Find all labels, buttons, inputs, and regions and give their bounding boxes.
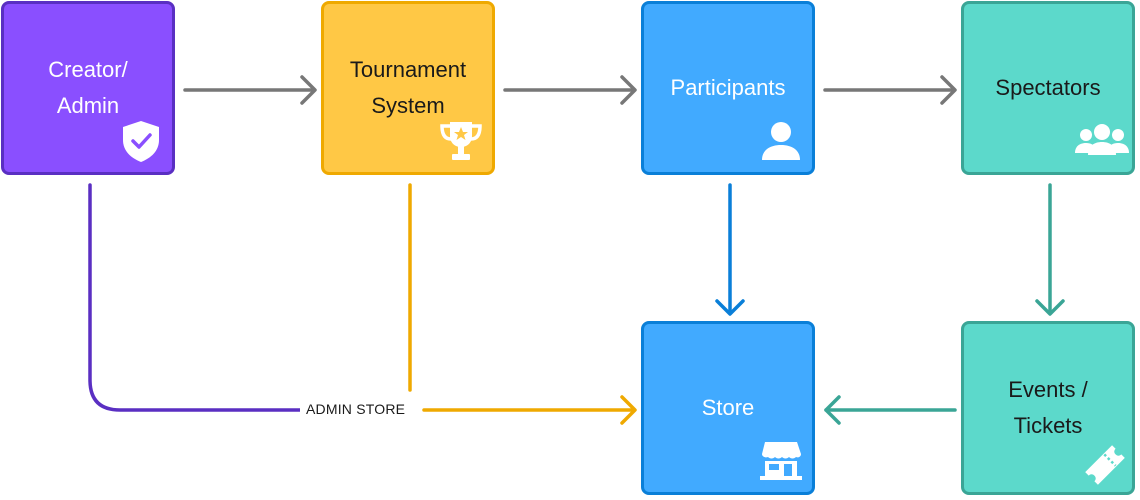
node-store[interactable]: Store [641,321,815,495]
node-label: Spectators [995,75,1101,100]
edge-tournament-to-store [408,183,637,425]
node-label: Participants [670,75,786,100]
ticket-icon [1082,442,1128,488]
node-label: Tournament System [349,57,467,118]
edge-participants-to-spectators [823,75,957,105]
edge-participants-to-store [715,183,745,316]
node-label: Creator/ Admin [48,57,128,118]
edge-tournament-to-participants [503,75,637,105]
user-icon [758,118,804,164]
edge-spectators-to-events [1035,183,1065,316]
node-spectators[interactable]: Spectators [961,1,1135,175]
trophy-icon [438,118,484,164]
node-events-tickets[interactable]: Events / Tickets [961,321,1135,495]
shield-check-icon [118,118,164,164]
edge-creator-to-tournament [183,75,317,105]
edge-events-to-store [824,395,957,425]
edge-creator-to-store [88,183,302,412]
node-label: Store [701,395,755,420]
node-label: Events / Tickets [1008,377,1088,438]
node-tournament-system[interactable]: Tournament System [321,1,495,175]
users-group-icon [1074,118,1130,164]
node-creator-admin[interactable]: Creator/ Admin [1,1,175,175]
storefront-icon [758,438,804,484]
node-participants[interactable]: Participants [641,1,815,175]
edge-label-admin-store: ADMIN STORE [300,401,412,417]
